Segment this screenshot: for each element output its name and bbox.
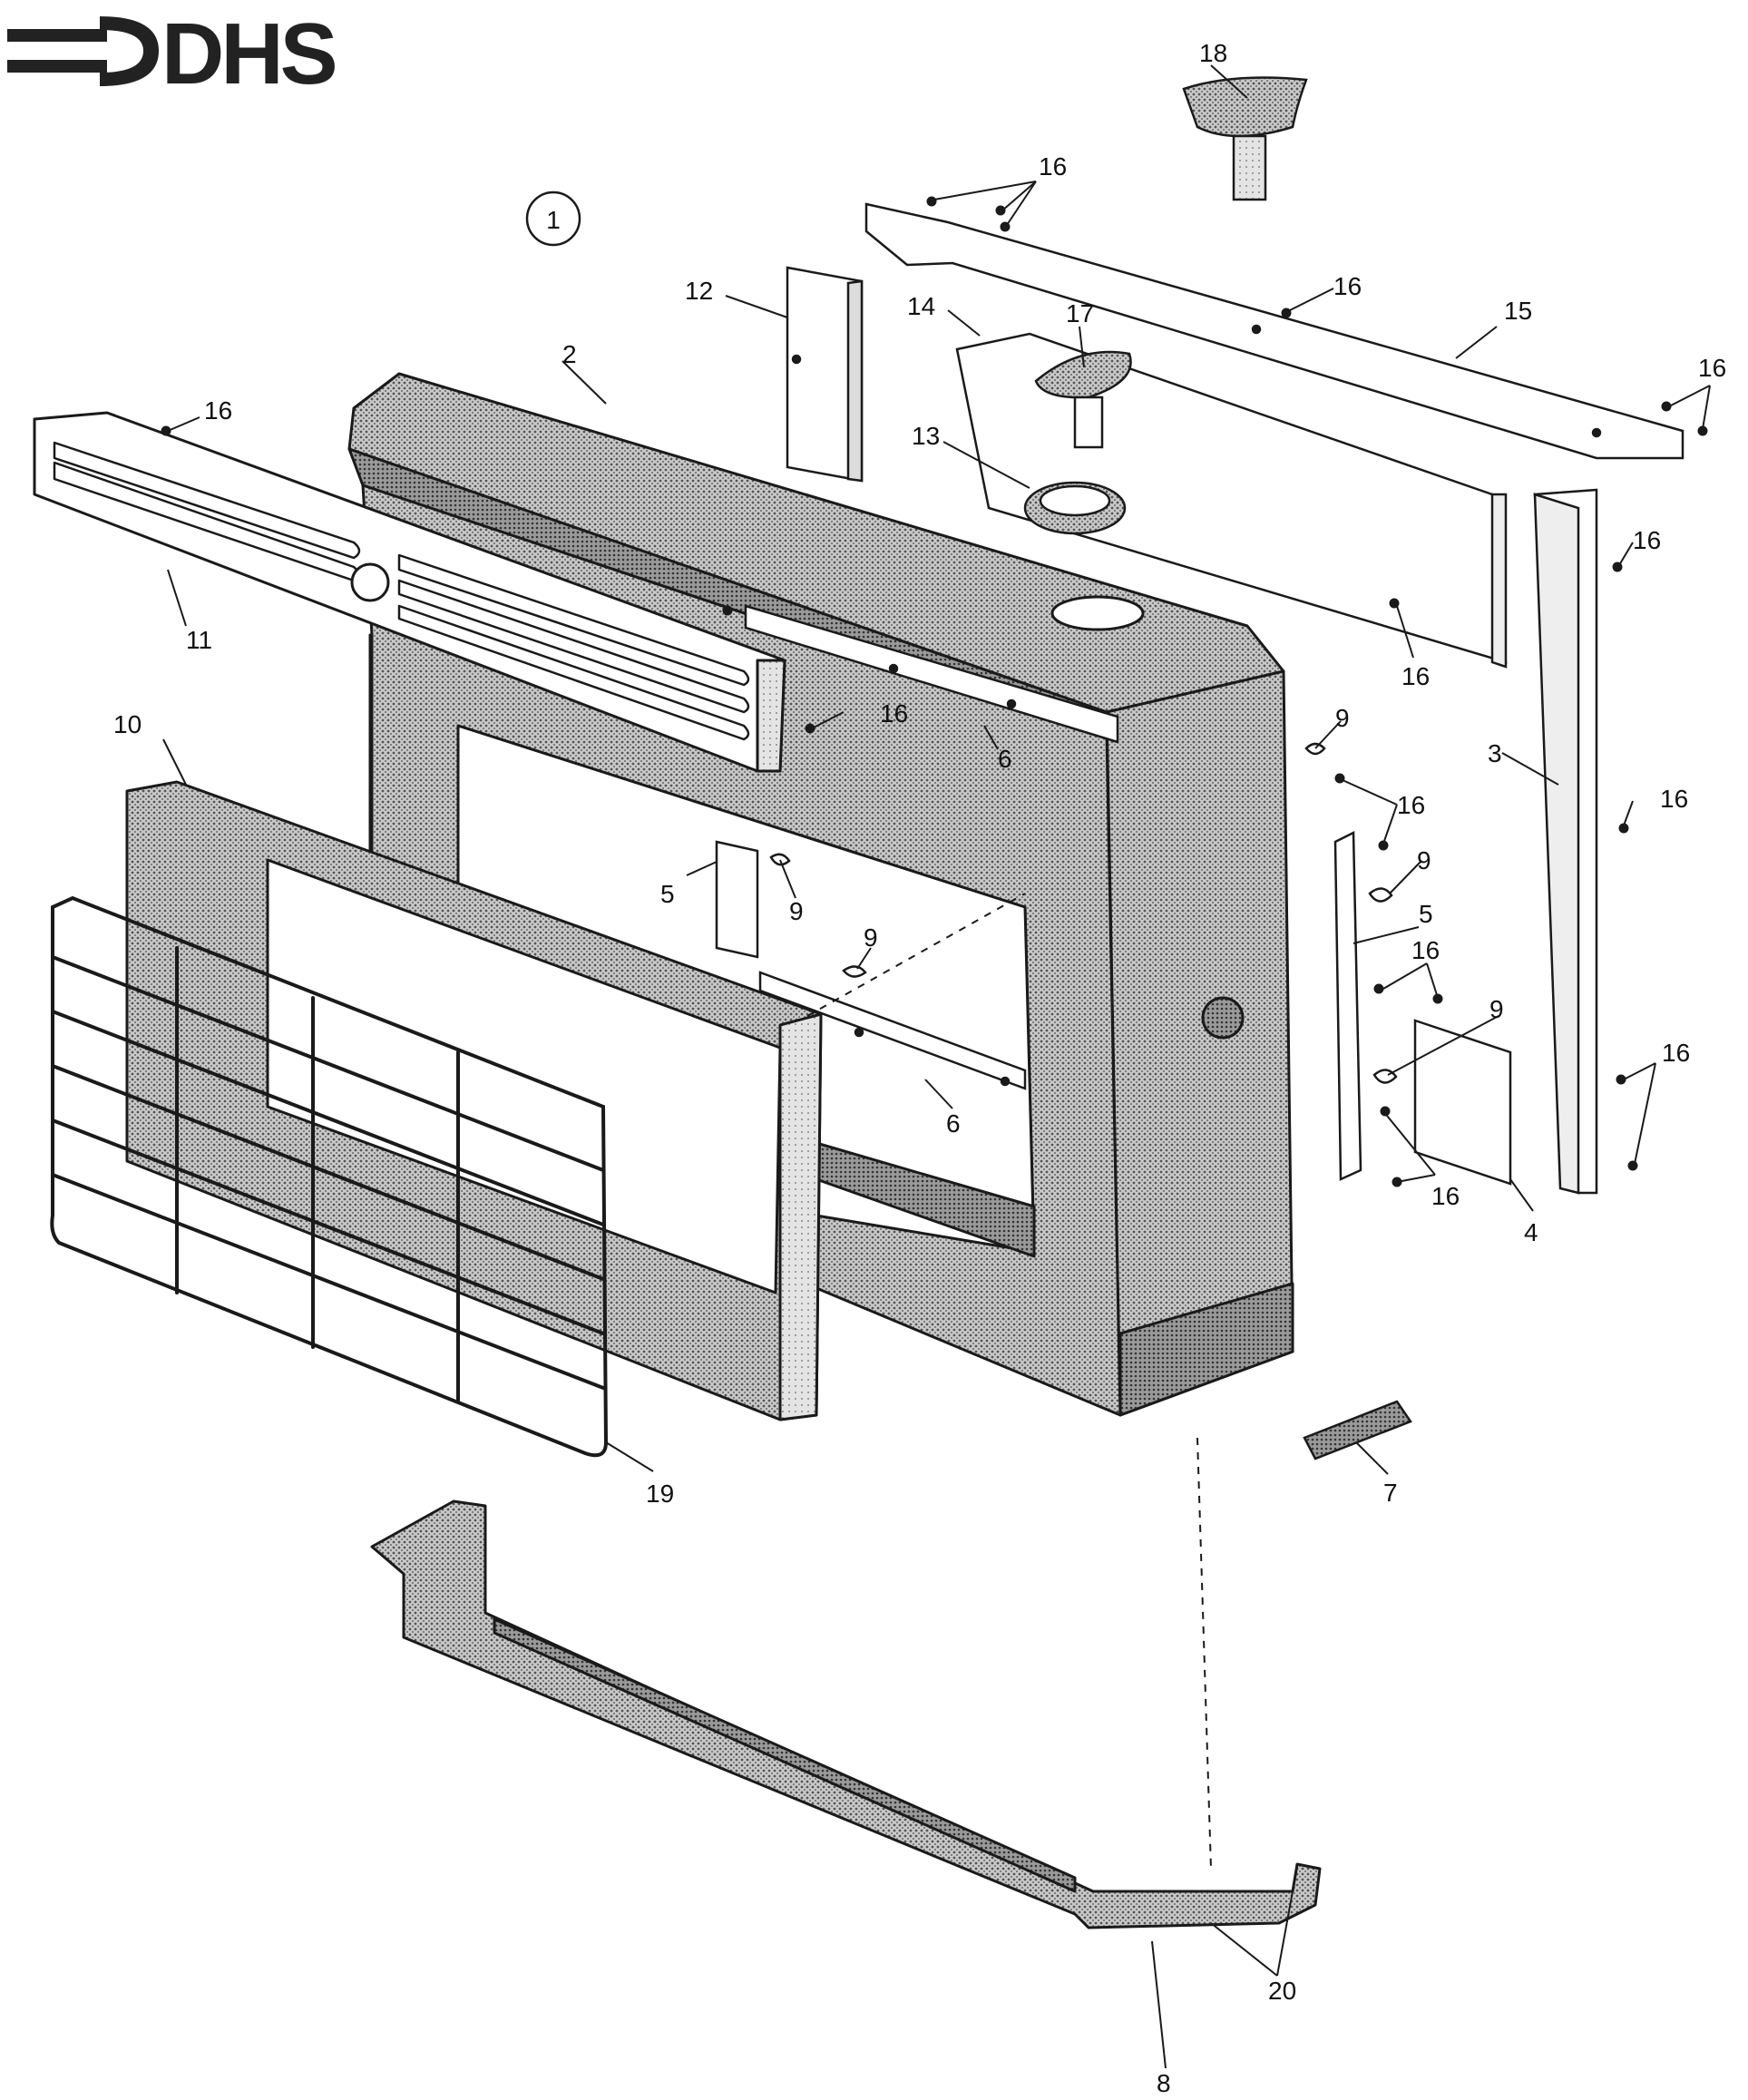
callout-9: 9 bbox=[864, 923, 878, 952]
callout-16: 16 bbox=[204, 396, 232, 425]
callout-8: 8 bbox=[1157, 2069, 1171, 2097]
callout-9: 9 bbox=[1417, 846, 1431, 874]
side-panel-4 bbox=[1413, 1019, 1512, 1186]
callout-16: 16 bbox=[1698, 354, 1726, 382]
callout-15: 15 bbox=[1504, 297, 1532, 325]
callout-6: 6 bbox=[946, 1109, 961, 1138]
callout-19: 19 bbox=[646, 1480, 674, 1508]
model-badge bbox=[1303, 1400, 1412, 1460]
callout-16: 16 bbox=[880, 699, 908, 728]
control-knob-18 bbox=[1182, 76, 1308, 201]
callout-16: 16 bbox=[1333, 272, 1362, 300]
right-vertical-bracket bbox=[1333, 830, 1362, 1181]
callout-16: 16 bbox=[1397, 791, 1425, 819]
callout-9: 9 bbox=[789, 897, 804, 925]
callout-18: 18 bbox=[1199, 39, 1227, 67]
callout-16: 16 bbox=[1401, 662, 1430, 690]
leader-lines bbox=[162, 64, 1711, 2069]
callout-17: 17 bbox=[1066, 299, 1094, 327]
callout-6: 6 bbox=[998, 745, 1012, 773]
callout-10: 10 bbox=[113, 710, 142, 738]
left-small-bracket bbox=[715, 840, 759, 959]
callout-13: 13 bbox=[912, 422, 940, 450]
callout-9: 9 bbox=[1489, 995, 1504, 1023]
control-knob-17 bbox=[1034, 350, 1132, 449]
alignment-dashed-line bbox=[1196, 1437, 1212, 1870]
alignment-dashed-line-2 bbox=[806, 893, 1026, 1017]
callout-16: 16 bbox=[1039, 152, 1067, 181]
callout-11: 11 bbox=[186, 626, 212, 654]
callout-16: 16 bbox=[1411, 936, 1440, 964]
front-trim-bar bbox=[33, 411, 786, 773]
callout-5: 5 bbox=[660, 880, 675, 908]
callout-labels: 18 16 16 12 14 17 15 16 2 16 13 11 16 16… bbox=[113, 39, 1726, 2097]
callout-16: 16 bbox=[1662, 1039, 1690, 1067]
callout-16: 16 bbox=[1660, 785, 1688, 813]
callout-16: 16 bbox=[1633, 526, 1661, 554]
clips bbox=[769, 742, 1398, 1084]
callout-4: 4 bbox=[1524, 1218, 1538, 1246]
callout-14: 14 bbox=[907, 292, 935, 320]
base-rail bbox=[370, 1499, 1322, 1929]
callout-3: 3 bbox=[1488, 739, 1502, 767]
callout-20: 20 bbox=[1268, 1977, 1296, 2005]
lower-bracket bbox=[758, 971, 1027, 1090]
callout-16: 16 bbox=[1431, 1182, 1460, 1210]
rear-vertical-bar bbox=[786, 266, 864, 483]
right-side-strip bbox=[1533, 488, 1598, 1195]
callout-12: 12 bbox=[685, 277, 713, 305]
upper-bracket bbox=[744, 604, 1119, 744]
svg-text:1: 1 bbox=[546, 206, 561, 234]
callout-9: 9 bbox=[1335, 704, 1350, 732]
dhs-logo: DHS bbox=[0, 0, 390, 107]
callout-2: 2 bbox=[562, 340, 577, 368]
svg-text:DHS: DHS bbox=[161, 5, 336, 103]
flue-ring bbox=[1023, 481, 1127, 535]
dhs-arrow-logo-icon bbox=[7, 16, 159, 86]
callout-7: 7 bbox=[1383, 1479, 1398, 1507]
figure-number: 1 bbox=[525, 190, 581, 247]
top-rail bbox=[864, 202, 1685, 460]
callout-5: 5 bbox=[1419, 900, 1433, 928]
